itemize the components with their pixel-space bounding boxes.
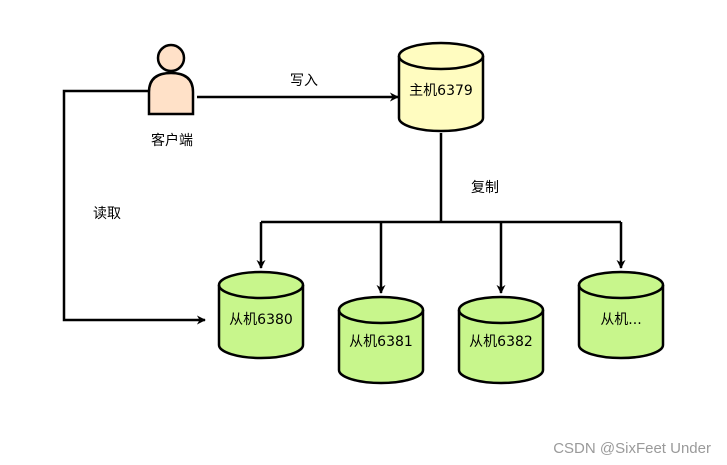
database-icon-body <box>457 295 545 385</box>
master-label: 主机6379 <box>409 83 473 99</box>
replicate-label: 复制 <box>471 179 499 196</box>
slave-label: 从机6382 <box>469 334 533 350</box>
slave-database-3: 从机6382 <box>457 295 545 385</box>
database-icon-rim <box>577 284 665 300</box>
read-edge <box>62 89 206 325</box>
database-icon-body <box>337 295 425 385</box>
master-database: 主机6379 <box>397 41 485 133</box>
slave-database-4: 从机... <box>577 270 665 360</box>
write-label: 写入 <box>290 73 318 89</box>
slave-label: 从机6380 <box>229 312 293 328</box>
connectors <box>62 89 626 325</box>
database-icon-body <box>397 41 485 133</box>
database-icon-body <box>217 270 305 360</box>
client-actor: 客户端 <box>147 43 195 149</box>
watermark: CSDN @SixFeet Under <box>553 440 711 457</box>
read-label: 读取 <box>93 205 121 222</box>
database-icon-rim <box>217 284 305 300</box>
database-icon-body <box>577 270 665 360</box>
person-icon-head <box>156 43 186 73</box>
client-label: 客户端 <box>151 132 193 149</box>
slave-database-1: 从机6380 <box>217 270 305 360</box>
database-icon-rim <box>457 309 545 325</box>
database-icon-rim <box>397 55 485 71</box>
slave-database-2: 从机6381 <box>337 295 425 385</box>
database-icon-rim <box>337 309 425 325</box>
person-icon-body <box>147 71 195 116</box>
slave-label: 从机6381 <box>349 334 413 350</box>
slave-label: 从机... <box>600 312 641 328</box>
